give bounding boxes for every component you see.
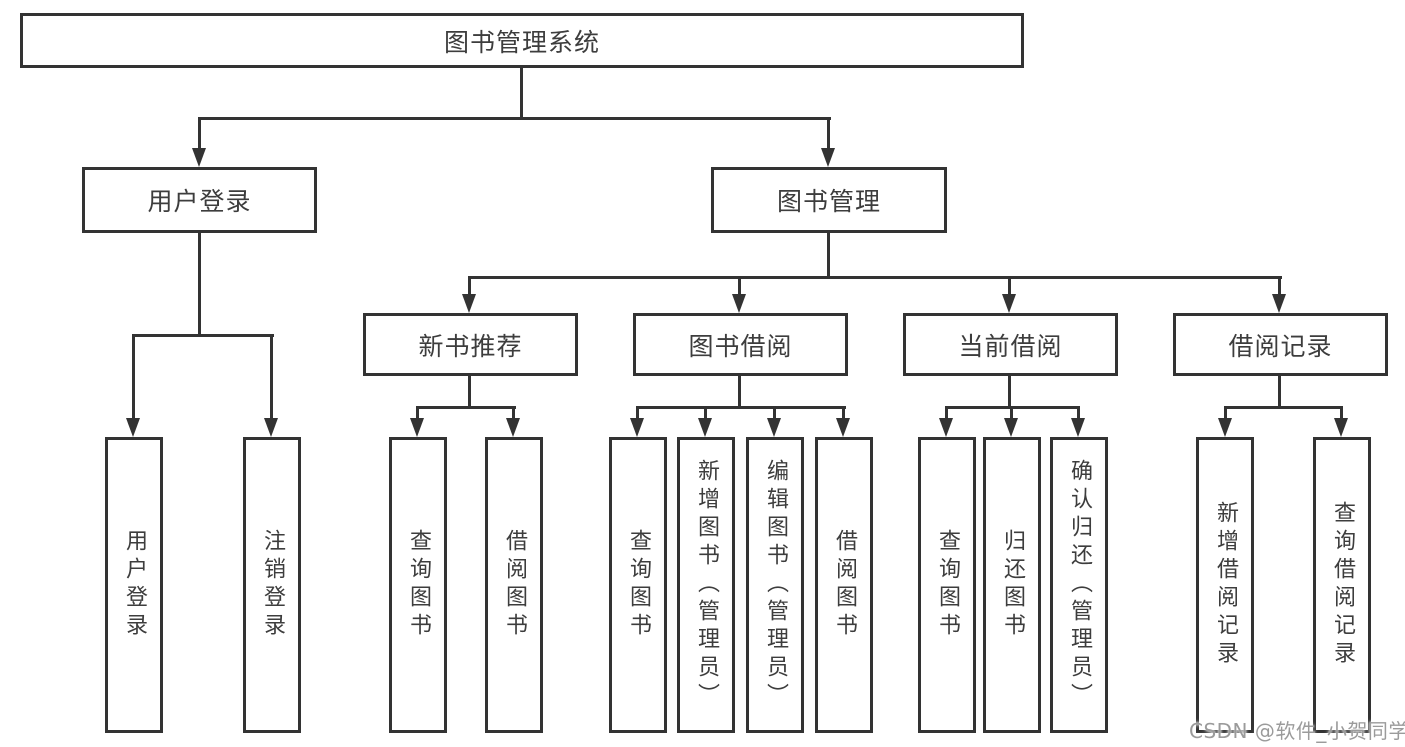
leaf-add-borrow-record: 新增借阅记录 — [1196, 437, 1254, 733]
node-label: 图书借阅 — [688, 331, 793, 361]
connector-stem — [198, 117, 201, 150]
leaf-query-books-current: 查询图书 — [918, 437, 976, 733]
node-label: 当前借阅 — [958, 331, 1063, 361]
connector-stem — [738, 276, 741, 296]
connector-stem — [416, 406, 419, 420]
node-new-book-recommend: 新书推荐 — [363, 313, 578, 376]
connector-hline — [132, 334, 274, 337]
node-label: 新书推荐 — [418, 331, 523, 361]
node-label: 借阅图书 — [832, 529, 857, 641]
node-label: 借阅图书 — [502, 529, 527, 641]
arrow-down-icon — [1272, 294, 1286, 313]
arrow-down-icon — [1002, 294, 1016, 313]
arrow-down-icon — [192, 148, 206, 167]
node-label: 用户登录 — [147, 187, 252, 216]
node-label: 查询图书 — [935, 529, 960, 641]
connector-hline — [416, 406, 516, 409]
connector-stem — [468, 376, 471, 409]
node-library-system: 图书管理系统 — [20, 13, 1024, 68]
arrow-down-icon — [1004, 418, 1018, 437]
leaf-query-borrow-record: 查询借阅记录 — [1313, 437, 1371, 733]
connector-hline — [1224, 406, 1343, 409]
connector-stem — [704, 406, 707, 420]
leaf-user-login: 用户登录 — [105, 437, 163, 733]
connector-root-stem — [520, 68, 523, 120]
connector-stem — [512, 406, 515, 420]
connector-stem — [945, 406, 948, 420]
arrow-down-icon — [126, 418, 140, 437]
leaf-borrow-books-recommend: 借阅图书 — [485, 437, 543, 733]
node-label: 查询图书 — [406, 529, 431, 641]
node-current-borrow: 当前借阅 — [903, 313, 1118, 376]
watermark: CSDN @软件_小贺同学 — [1189, 719, 1405, 743]
arrow-down-icon — [732, 294, 746, 313]
connector-stem — [1008, 376, 1011, 409]
node-label: 确认归还（管理员） — [1067, 459, 1092, 711]
leaf-return-book: 归还图书 — [983, 437, 1041, 733]
node-book-management: 图书管理 — [711, 167, 947, 233]
connector-stem — [1010, 406, 1013, 420]
connector-stem — [738, 376, 741, 409]
connector-stem — [1224, 406, 1227, 420]
connector-hline — [636, 406, 846, 409]
node-label: 归还图书 — [1000, 529, 1025, 641]
connector-stem — [827, 117, 830, 150]
node-label: 新增借阅记录 — [1213, 501, 1238, 669]
connector-stem — [773, 406, 776, 420]
arrow-down-icon — [821, 148, 835, 167]
connector-stem — [1278, 276, 1281, 296]
arrow-down-icon — [767, 418, 781, 437]
node-label: 编辑图书（管理员） — [763, 459, 788, 711]
arrow-down-icon — [1334, 418, 1348, 437]
node-label: 用户登录 — [122, 529, 147, 641]
connector-stem — [1008, 276, 1011, 296]
connector-stem — [468, 276, 471, 296]
node-borrow-records: 借阅记录 — [1173, 313, 1388, 376]
arrow-down-icon — [698, 418, 712, 437]
connector-stem — [1278, 376, 1281, 409]
node-label: 借阅记录 — [1228, 331, 1333, 361]
arrow-down-icon — [506, 418, 520, 437]
arrow-down-icon — [264, 418, 278, 437]
leaf-borrow-books: 借阅图书 — [815, 437, 873, 733]
connector-level3-hline — [468, 276, 1282, 279]
connector-stem — [636, 406, 639, 420]
arrow-down-icon — [1071, 418, 1085, 437]
node-label: 新增图书（管理员） — [694, 459, 719, 711]
leaf-add-book-admin: 新增图书（管理员） — [677, 437, 735, 733]
connector-level1-hline — [198, 117, 831, 120]
node-book-borrow: 图书借阅 — [633, 313, 848, 376]
connector-stem — [270, 334, 273, 420]
connector-stem — [132, 334, 135, 420]
connector-stem — [1077, 406, 1080, 420]
arrow-down-icon — [630, 418, 644, 437]
leaf-query-books-borrow: 查询图书 — [609, 437, 667, 733]
leaf-logout: 注销登录 — [243, 437, 301, 733]
leaf-confirm-return-admin: 确认归还（管理员） — [1050, 437, 1108, 733]
arrow-down-icon — [1218, 418, 1232, 437]
connector-stem — [198, 233, 201, 337]
node-label: 注销登录 — [260, 529, 285, 641]
leaf-edit-book-admin: 编辑图书（管理员） — [746, 437, 804, 733]
connector-stem — [827, 233, 830, 279]
arrow-down-icon — [836, 418, 850, 437]
node-label: 图书管理 — [776, 187, 881, 216]
arrow-down-icon — [462, 294, 476, 313]
node-label: 查询图书 — [626, 529, 651, 641]
node-user-login: 用户登录 — [82, 167, 317, 233]
arrow-down-icon — [939, 418, 953, 437]
arrow-down-icon — [410, 418, 424, 437]
leaf-query-books-recommend: 查询图书 — [389, 437, 447, 733]
node-label: 图书管理系统 — [443, 27, 600, 57]
connector-stem — [1340, 406, 1343, 420]
connector-stem — [842, 406, 845, 420]
node-label: 查询借阅记录 — [1330, 501, 1355, 669]
